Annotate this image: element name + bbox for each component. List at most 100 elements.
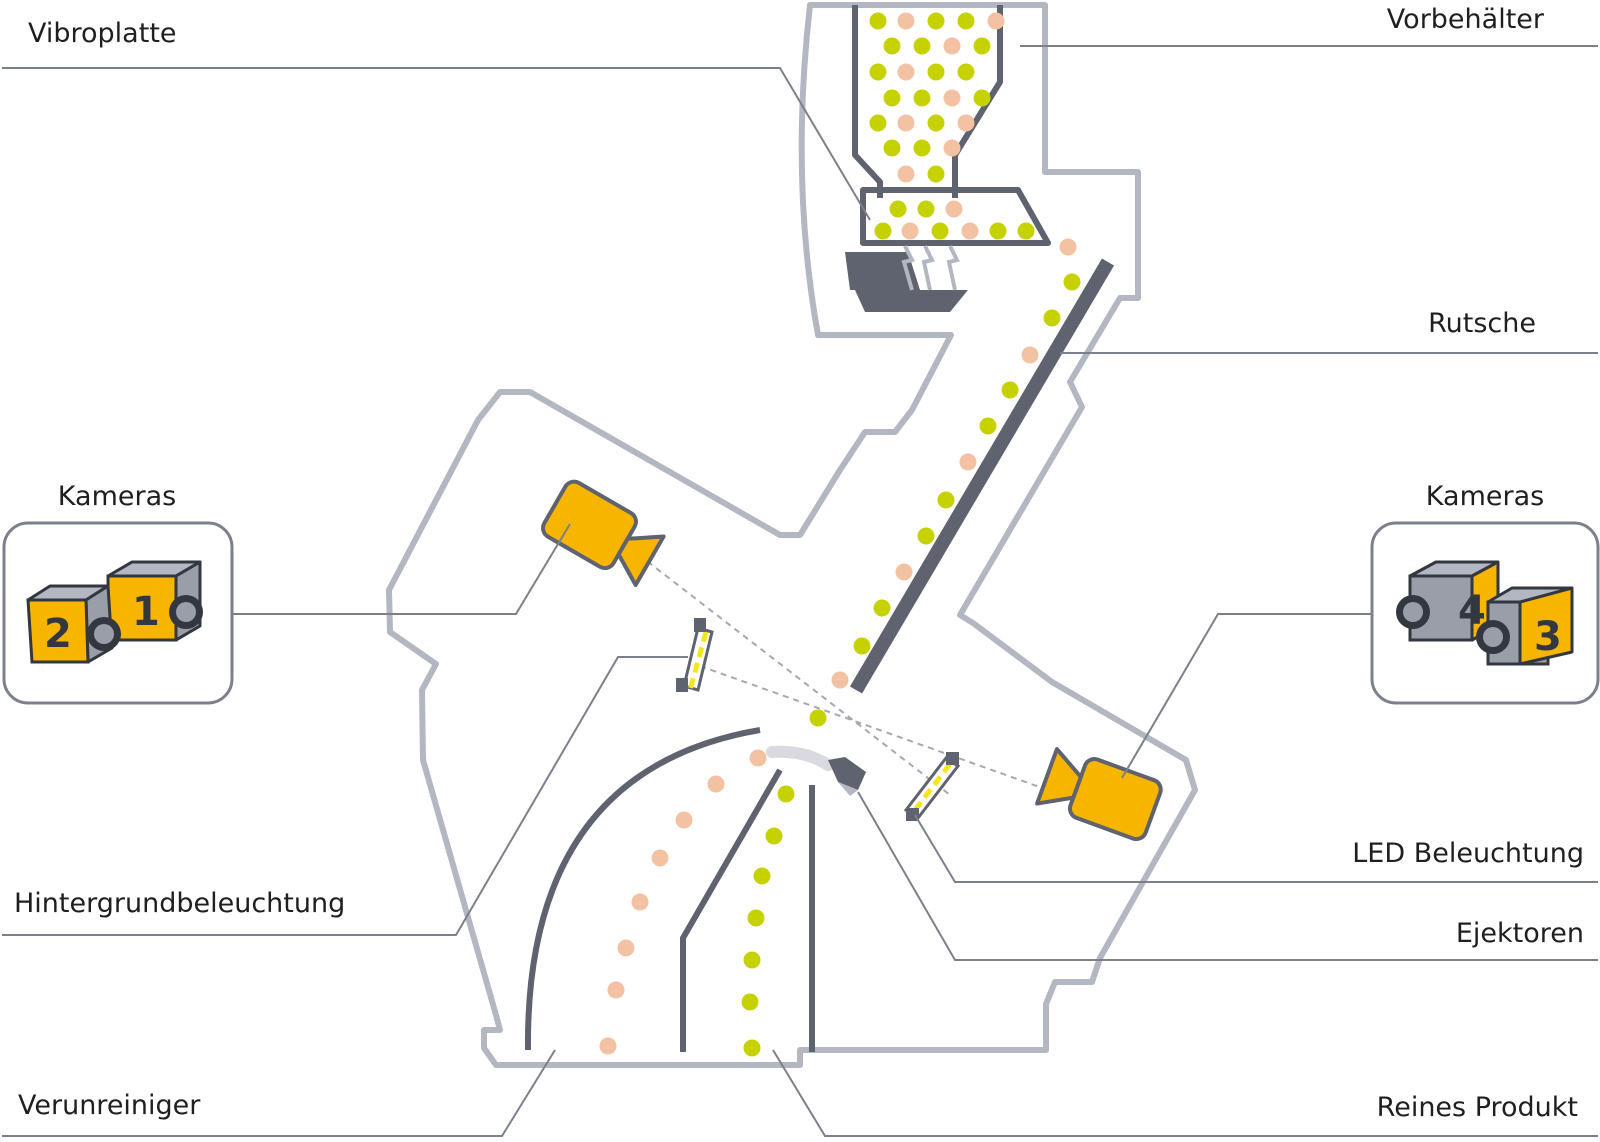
particle [957, 63, 975, 81]
label-rutsche: Rutsche [1428, 308, 1536, 339]
machine-housing-outline [386, 2, 1198, 1068]
particle [831, 671, 849, 689]
label-reines-produkt: Reines Produkt [1376, 1092, 1578, 1123]
particle [957, 114, 975, 132]
particle [631, 893, 649, 911]
particle [943, 139, 961, 157]
particle [675, 811, 693, 829]
particle [927, 63, 945, 81]
led-light-icon [903, 752, 961, 821]
hopper-particles [869, 12, 1005, 183]
vibroplatte-tray [860, 187, 1051, 246]
particle [959, 453, 977, 471]
particle [617, 939, 635, 957]
particle [987, 12, 1005, 30]
particle [889, 200, 907, 218]
particle [927, 12, 945, 30]
particle [1017, 222, 1035, 240]
particle [765, 827, 783, 845]
particle [747, 909, 765, 927]
camera-box-right: 4 3 [1370, 521, 1600, 705]
particle [973, 89, 991, 107]
particle [883, 89, 901, 107]
particle [809, 709, 827, 727]
particle [869, 12, 887, 30]
particle [743, 951, 761, 969]
particle [897, 165, 915, 183]
camera-icon: 1 [106, 560, 203, 642]
particle [931, 222, 949, 240]
particle [895, 563, 913, 581]
particle [1063, 273, 1081, 291]
chute-particles [809, 238, 1081, 727]
particle [979, 417, 997, 435]
tray-particles [874, 200, 1035, 240]
particle [777, 785, 795, 803]
particle [989, 222, 1007, 240]
label-vorbehaelter: Vorbehälter [1386, 4, 1544, 35]
camera-icon: 2 [26, 584, 121, 664]
particle [1001, 381, 1019, 399]
particle [869, 63, 887, 81]
particle [607, 981, 625, 999]
particle [853, 637, 871, 655]
particle [897, 114, 915, 132]
particle [707, 775, 725, 793]
particle [913, 37, 931, 55]
particle [897, 63, 915, 81]
camera-number-2: 2 [44, 611, 72, 657]
particle [917, 527, 935, 545]
particle [743, 1039, 761, 1057]
particle [874, 222, 892, 240]
particle [943, 89, 961, 107]
label-kameras-right: Kameras [1425, 481, 1545, 512]
particle [961, 222, 979, 240]
label-verunreiniger: Verunreiniger [18, 1090, 201, 1121]
leader-lines [2, 45, 1598, 1137]
particle [883, 37, 901, 55]
particle [973, 37, 991, 55]
particle [883, 139, 901, 157]
particle [913, 89, 931, 107]
camera-number-1: 1 [132, 589, 160, 635]
camera-box-left: 1 2 [2, 521, 234, 705]
led-light-icon [676, 618, 714, 692]
label-hintergrundbeleuchtung: Hintergrundbeleuchtung [14, 888, 346, 919]
particle [753, 867, 771, 885]
particle [1059, 238, 1077, 256]
rutsche-chute [849, 258, 1115, 694]
label-led-beleuchtung: LED Beleuchtung [1352, 838, 1584, 869]
label-kameras-left: Kameras [57, 481, 177, 512]
particle [945, 200, 963, 218]
camera-icon [541, 479, 666, 587]
particle [917, 200, 935, 218]
sorted-particles [599, 749, 795, 1057]
particle [873, 599, 891, 617]
particle [749, 749, 767, 767]
camera-view-lines [629, 547, 1049, 796]
ejector-nozzle-icon [766, 745, 866, 796]
camera-number-3: 3 [1534, 614, 1562, 660]
particle [1043, 309, 1061, 327]
particle [927, 165, 945, 183]
camera-icon: 3 [1476, 586, 1574, 666]
particle [1021, 346, 1039, 364]
particle [897, 12, 915, 30]
particle [943, 37, 961, 55]
particle [651, 849, 669, 867]
separation-walls [524, 727, 815, 1052]
vibrator-icon [845, 245, 968, 312]
particle [913, 139, 931, 157]
particle [599, 1037, 617, 1055]
label-ejektoren: Ejektoren [1455, 918, 1584, 949]
particle [869, 114, 887, 132]
camera-icon [1035, 747, 1163, 842]
particle [927, 114, 945, 132]
particle [741, 993, 759, 1011]
particle [957, 12, 975, 30]
particle [901, 222, 919, 240]
particle [937, 491, 955, 509]
label-vibroplatte: Vibroplatte [28, 18, 177, 49]
